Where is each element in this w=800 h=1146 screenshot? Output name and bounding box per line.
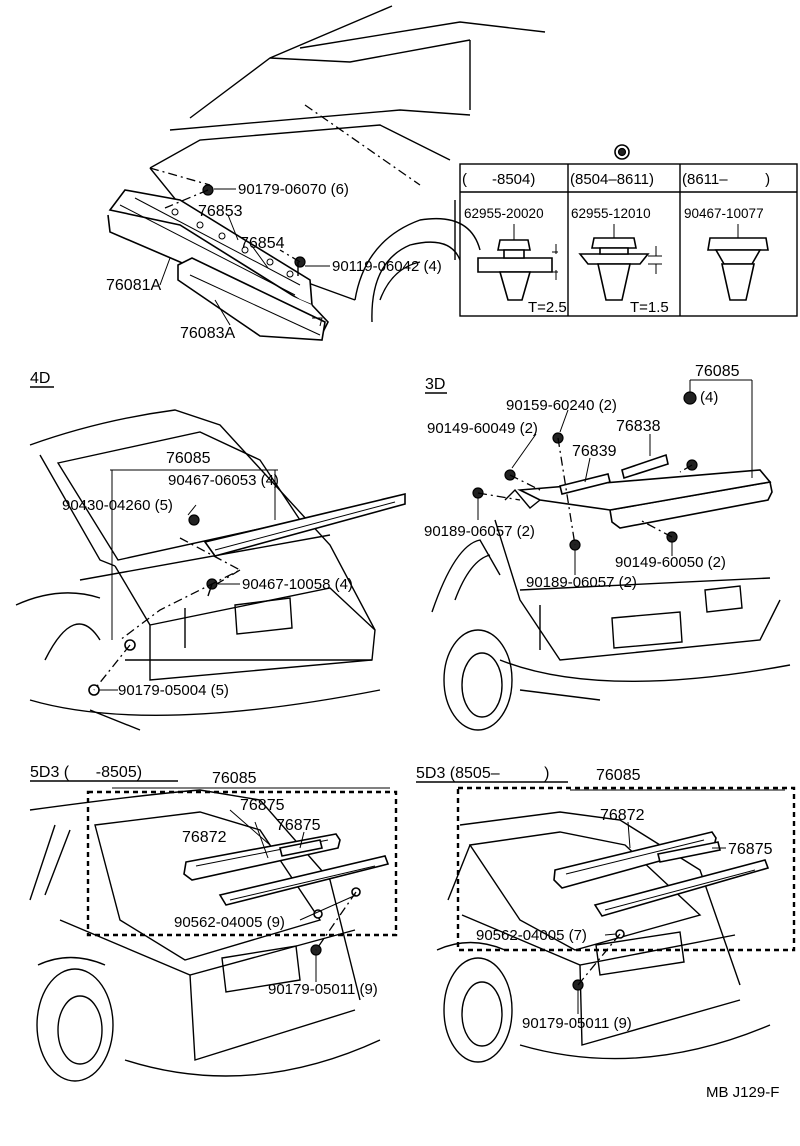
section-title-5d3-early: 5D3 ( -8505) [30, 764, 142, 781]
label-76081A: 76081A [106, 277, 161, 294]
label-3d-76838: 76838 [616, 418, 661, 435]
section-4d: 4D 76085 90467-06053 (4) 904 [15, 370, 406, 731]
label-4d-76085: 76085 [166, 450, 211, 467]
table-header-col1: ( -8504) [462, 171, 535, 188]
table-header-col2: (8504–8611) [570, 171, 654, 188]
label-76854: 76854 [240, 235, 285, 252]
section-title-4d: 4D [30, 370, 50, 387]
label-3d-90189-06057b: 90189-06057 (2) [526, 574, 637, 591]
top-callouts: 90179-06070 (6) 76853 76854 90119-06042 … [106, 181, 442, 342]
label-90119-06042: 90119-06042 (4) [332, 258, 442, 275]
label-5d3a-90562-04005: 90562-04005 (9) [174, 914, 285, 931]
table-header-col3: (8611– ) [682, 171, 770, 188]
section-title-5d3-late: 5D3 (8505– ) [416, 765, 549, 782]
label-5d3b-76872: 76872 [600, 807, 645, 824]
label-90179-06070: 90179-06070 (6) [238, 181, 349, 198]
label-5d3b-76875: 76875 [728, 841, 773, 858]
label-3d-90149-60050: 90149-60050 (2) [615, 554, 726, 571]
table-part-col3: 90467-10077 [684, 206, 764, 221]
label-3d-76085: 76085 [695, 363, 740, 380]
label-5d3b-76085: 76085 [596, 767, 641, 784]
label-4d-90467-10058: 90467-10058 (4) [242, 576, 353, 593]
section-3d: 3D [424, 363, 791, 731]
label-3d-90189-06057a: 90189-06057 (2) [424, 523, 535, 540]
label-3d-90149-60049: 90149-60049 (2) [427, 420, 538, 437]
label-4d-90430-04260: 90430-04260 (5) [62, 497, 173, 514]
label-5d3a-76872: 76872 [182, 829, 227, 846]
clip-variation-table: ( -8504) (8504–8611) (8611– ) 62955-2002… [459, 144, 798, 317]
label-5d3a-76875a: 76875 [240, 797, 285, 814]
label-3d-4: (4) [700, 389, 718, 406]
label-3d-76839: 76839 [572, 443, 617, 460]
table-thickness-col2: T=1.5 [630, 299, 669, 316]
front-bumper-grille [107, 184, 329, 341]
section-title-3d: 3D [425, 376, 445, 393]
label-5d3a-90179-05011: 90179-05011 (9) [268, 981, 378, 998]
label-5d3a-76875b: 76875 [276, 817, 321, 834]
table-part-col2: 62955-12010 [571, 206, 651, 221]
label-76853: 76853 [198, 203, 243, 220]
label-4d-90467-06053: 90467-06053 (4) [168, 472, 279, 489]
label-4d-90179-05004: 90179-05004 (5) [118, 682, 229, 699]
label-5d3b-90179-05011: 90179-05011 (9) [522, 1015, 632, 1032]
section-5d3-early: 5D3 ( -8505) 76085 76875 76872 [29, 764, 398, 1082]
label-5d3b-90562-04005: 90562-04005 (7) [476, 927, 587, 944]
table-part-col1: 62955-20020 [464, 206, 544, 221]
label-3d-90159-60240: 90159-60240 (2) [506, 397, 617, 414]
label-5d3a-76085: 76085 [212, 770, 257, 787]
diagram-code: MB J129-F [706, 1084, 779, 1101]
table-thickness-col1: T=2.5 [528, 299, 567, 316]
label-76083A: 76083A [180, 325, 235, 342]
section-5d3-late: 5D3 (8505– ) 76085 76872 76875 90562-040 [416, 765, 796, 1063]
